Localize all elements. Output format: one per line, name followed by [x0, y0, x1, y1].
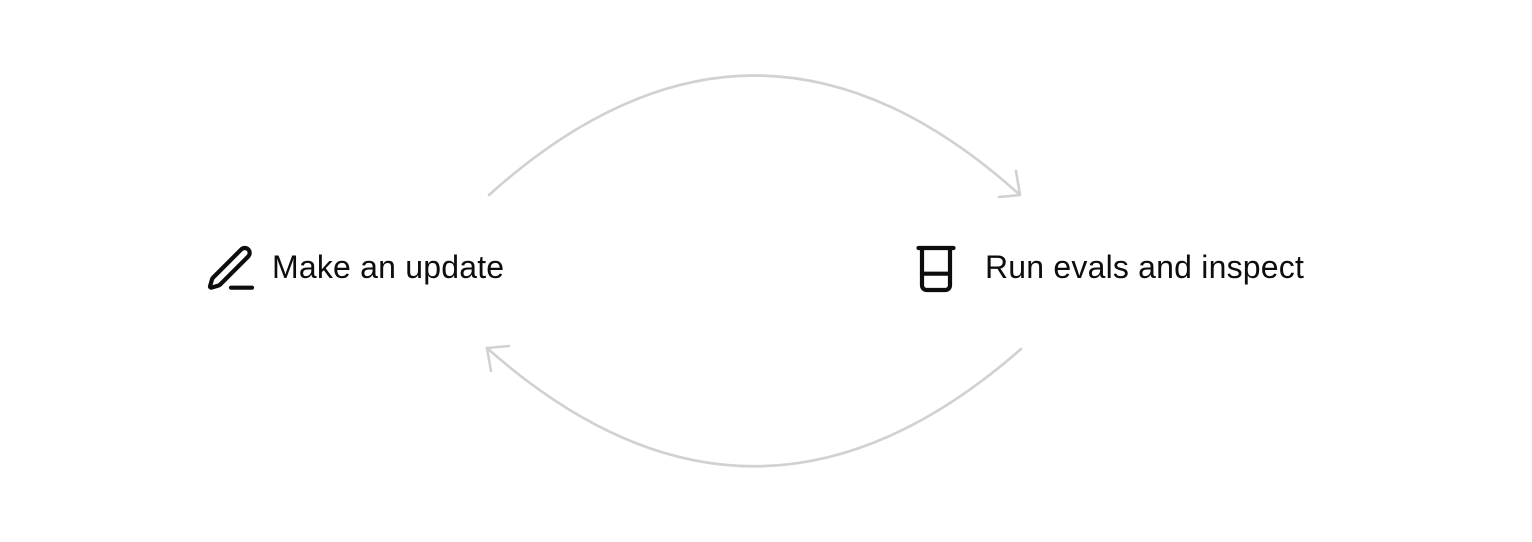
- node-make-update: Make an update: [203, 241, 504, 297]
- pen-line-icon: [203, 241, 259, 297]
- arrow-bottom-curve: [485, 346, 1023, 468]
- node-label-run-evals: Run evals and inspect: [985, 248, 1305, 285]
- arrow-bottom-arrowhead-icon: [485, 344, 511, 373]
- arrow-top-arrowhead-icon: [997, 169, 1022, 199]
- node-run-evals: Run evals and inspect: [908, 241, 1304, 297]
- beaker-icon: [908, 241, 964, 297]
- arrow-top-curve: [487, 74, 1022, 197]
- node-label-make-update: Make an update: [272, 248, 505, 285]
